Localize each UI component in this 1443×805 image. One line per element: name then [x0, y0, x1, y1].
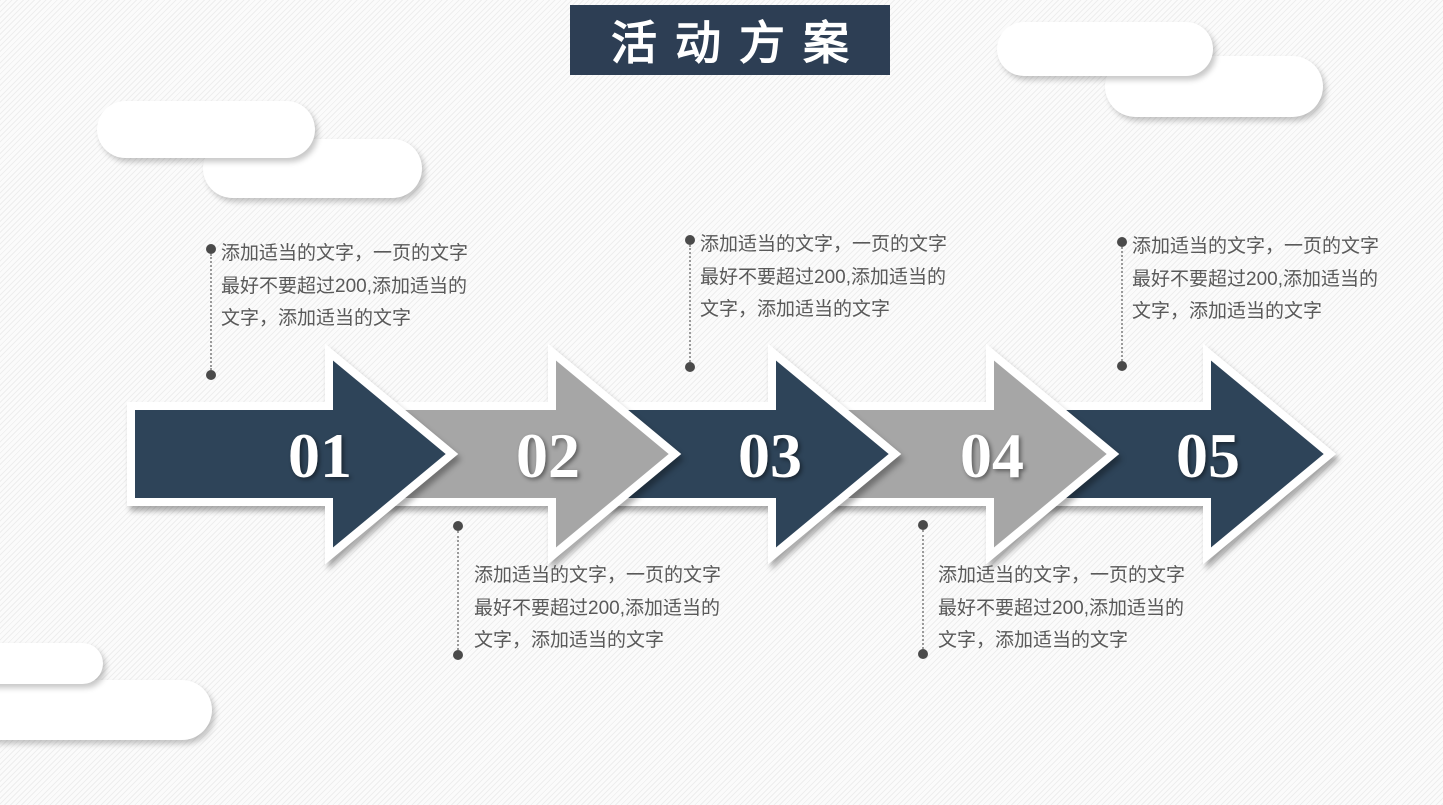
- connector-line: [209, 254, 212, 370]
- connector-step-1: [205, 244, 216, 380]
- step-number-3: 03: [738, 420, 802, 491]
- connector-dot: [684, 362, 695, 372]
- cloud-shape: [997, 22, 1213, 76]
- connector-dot: [917, 520, 928, 530]
- connector-dot: [452, 521, 463, 531]
- connector-step-4: [917, 520, 928, 659]
- connector-dot: [205, 370, 216, 380]
- connector-step-5: [1116, 237, 1127, 371]
- connector-line: [921, 530, 924, 649]
- cloud-shape: [0, 643, 103, 684]
- connector-line: [688, 245, 691, 362]
- cloud-shape: [97, 101, 315, 158]
- connector-dot: [1116, 237, 1127, 247]
- connector-step-3: [684, 235, 695, 372]
- step-description-1: 添加适当的文字，一页的文字 最好不要超过200,添加适当的 文字，添加适当的文字: [221, 243, 469, 329]
- connector-line: [1120, 247, 1123, 361]
- connector-step-2: [452, 521, 463, 660]
- connector-dot: [452, 650, 463, 660]
- connector-dot: [205, 244, 216, 254]
- step-description-5: 添加适当的文字，一页的文字 最好不要超过200,添加适当的 文字，添加适当的文字: [1132, 236, 1380, 322]
- step-number-4: 04: [960, 420, 1024, 491]
- page-title: 活动方案: [611, 17, 867, 69]
- step-description-4: 添加适当的文字，一页的文字 最好不要超过200,添加适当的 文字，添加适当的文字: [938, 565, 1186, 651]
- step-description-3: 添加适当的文字，一页的文字 最好不要超过200,添加适当的 文字，添加适当的文字: [700, 234, 948, 320]
- connector-dot: [917, 649, 928, 659]
- step-number-5: 05: [1176, 420, 1240, 491]
- step-description-2: 添加适当的文字，一页的文字 最好不要超过200,添加适当的 文字，添加适当的文字: [474, 565, 722, 651]
- connector-dot: [684, 235, 695, 245]
- step-number-1: 01: [288, 420, 352, 491]
- cloud-shape: [0, 680, 212, 740]
- connector-line: [456, 531, 459, 650]
- connector-dot: [1116, 361, 1127, 371]
- title-box: 活动方案: [570, 5, 890, 75]
- step-number-2: 02: [516, 420, 580, 491]
- arrow-step-1: [127, 343, 459, 565]
